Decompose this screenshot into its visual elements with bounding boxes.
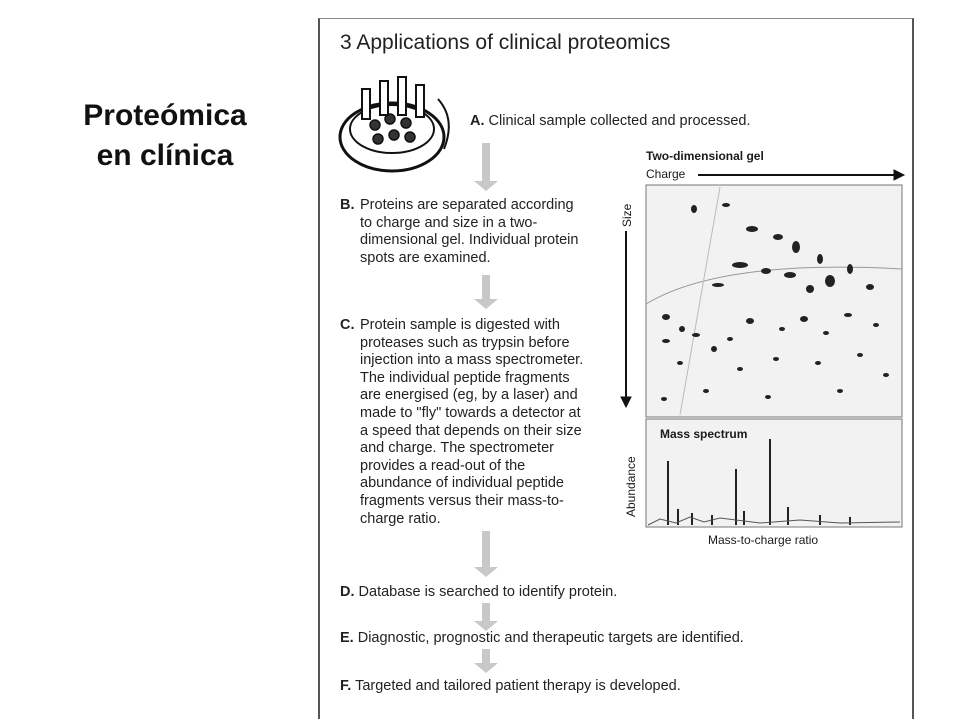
step-a-letter: A. bbox=[470, 113, 485, 129]
mass-spectrum-abundance-label: Abundance bbox=[624, 456, 638, 517]
gel-size-label: Size bbox=[620, 203, 634, 227]
step-e-letter: E. bbox=[340, 630, 354, 646]
figure-panel: 3 Applications of clinical proteomics bbox=[318, 18, 914, 719]
step-f: F. Targeted and tailored patient therapy… bbox=[340, 678, 681, 696]
step-b-letter: B. bbox=[340, 197, 355, 213]
two-dimensional-gel-image bbox=[645, 184, 903, 418]
mass-spectrum-mz-label: Mass-to-charge ratio bbox=[708, 533, 819, 547]
step-e: E. Diagnostic, prognostic and therapeuti… bbox=[340, 630, 744, 648]
slide-title-line1: Proteómica bbox=[83, 99, 247, 132]
step-c-text: Protein sample is digested with protease… bbox=[360, 317, 584, 527]
step-a-text: Clinical sample collected and processed. bbox=[488, 113, 751, 129]
step-f-letter: F. bbox=[340, 678, 352, 694]
gel-title: Two-dimensional gel bbox=[646, 149, 764, 163]
slide-title: Proteómica en clínica bbox=[30, 96, 300, 176]
size-arrow bbox=[620, 231, 632, 409]
sample-dish-icon bbox=[338, 76, 450, 173]
flow-arrows bbox=[474, 143, 498, 673]
step-d-letter: D. bbox=[340, 584, 355, 600]
step-b: B. Proteins are separated according to c… bbox=[340, 197, 610, 267]
gel-charge-label: Charge bbox=[646, 167, 686, 181]
charge-arrow bbox=[698, 169, 906, 181]
step-b-text: Proteins are separated according to char… bbox=[360, 197, 579, 266]
figure-graphics bbox=[338, 76, 906, 673]
mass-spectrum-image bbox=[645, 418, 903, 528]
panel-title: 3 Applications of clinical proteomics bbox=[340, 31, 671, 54]
mass-spectrum-title: Mass spectrum bbox=[660, 427, 748, 441]
step-a: A. Clinical sample collected and process… bbox=[340, 113, 750, 131]
step-c: C. Protein sample is digested with prote… bbox=[340, 317, 616, 528]
step-c-letter: C. bbox=[340, 317, 355, 333]
step-d: D. Database is searched to identify prot… bbox=[340, 584, 617, 602]
step-e-text: Diagnostic, prognostic and therapeutic t… bbox=[357, 630, 744, 646]
slide-title-line2: en clínica bbox=[96, 139, 234, 172]
step-d-text: Database is searched to identify protein… bbox=[358, 584, 618, 600]
step-f-text: Targeted and tailored patient therapy is… bbox=[355, 678, 681, 694]
